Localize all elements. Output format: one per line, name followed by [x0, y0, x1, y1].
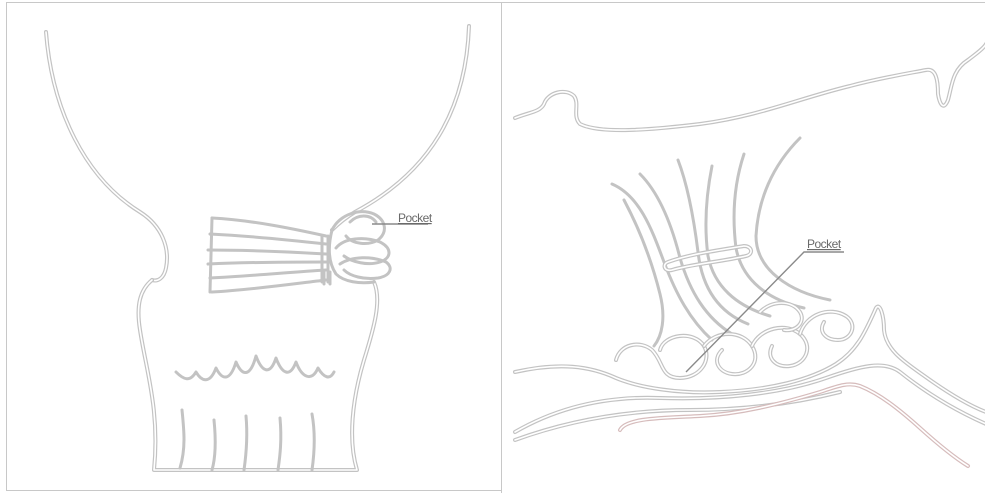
upper-wall	[515, 44, 985, 130]
right-label-text: Pocket	[807, 237, 842, 251]
upper-bulb-outline	[46, 26, 469, 281]
left-label-text: Pocket	[398, 211, 433, 225]
fibre-bundle	[208, 218, 328, 292]
cup-folds	[176, 356, 334, 470]
lower-cup-outline	[139, 280, 378, 470]
left-panel: Pocket	[46, 26, 469, 470]
right-pocket-loops	[616, 303, 852, 378]
fibre-strands	[612, 138, 830, 346]
right-panel: Pocket	[515, 44, 985, 466]
left-pocket-coils	[324, 212, 390, 284]
left-panel-border	[7, 3, 502, 491]
lower-wall	[515, 307, 985, 440]
